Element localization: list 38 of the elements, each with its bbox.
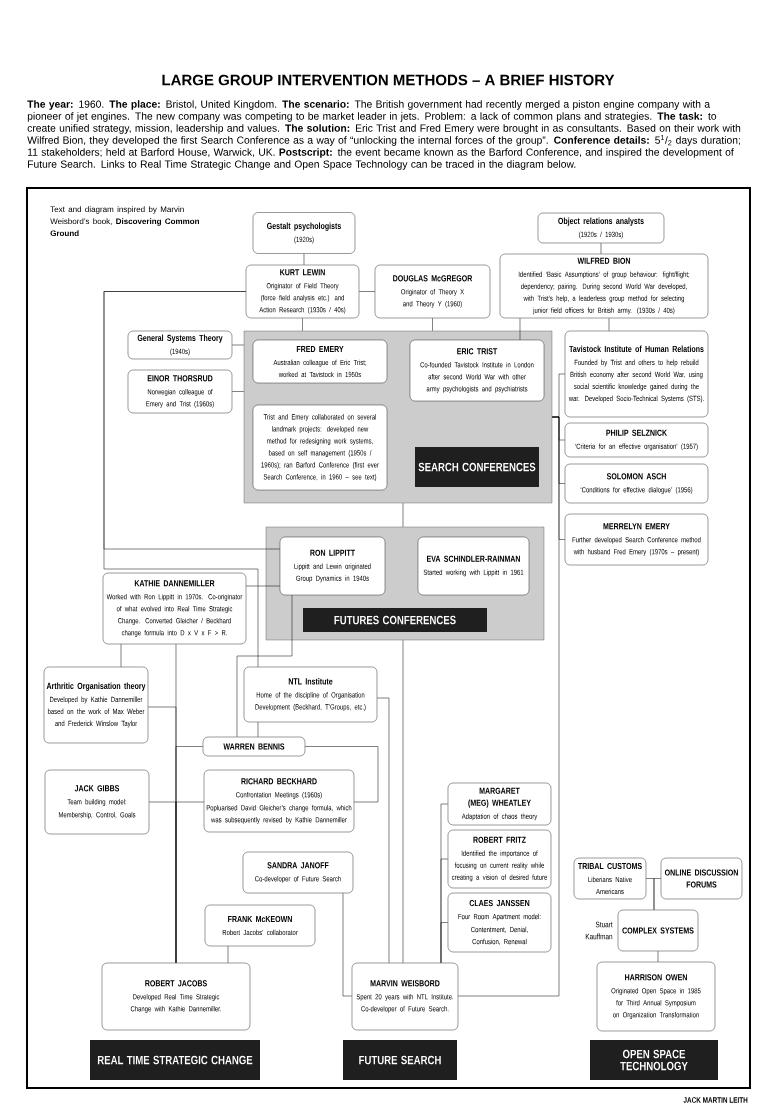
- beside-text: Stuart Kauffman: [585, 921, 613, 940]
- connector-line: [120, 643, 122, 668]
- author-credit: JACK MARTIN LEITH: [683, 1097, 748, 1103]
- connector-line: [608, 317, 610, 332]
- method-banner: SEARCH CONFERENCES: [415, 447, 539, 487]
- connector-line: [457, 416, 560, 997]
- connector-line: [376, 697, 390, 964]
- connector-line: [358, 291, 376, 292]
- connector-line: [303, 253, 305, 266]
- connector-line: [440, 922, 449, 964]
- connector-line: [103, 291, 259, 668]
- connector-line: [600, 242, 602, 255]
- connector-line: [302, 317, 303, 332]
- info-box: ONLINE DISCUSSION FORUMS: [660, 857, 743, 900]
- method-banner: FUTURE SEARCH: [343, 1040, 457, 1080]
- intro-paragraph: The year: 1960. The place: Bristol, United Kingdom. The scenario: The British government had recently merged a piston engine company with a pioneer of jet engines. The new company was competing to be market leader in jets. Problem: a lack of common plans and strategies. The task: to create unified strategy, mission, leadership and values. The solution: Eric Trist and Fred Emery were brought in as consultants. Based on their work with Wilfred Bion, they developed the first Search Conference as a way of “unlocking the internal forces of the group”. Conference details: 5$^{1}$/$_{2}$ days duration; 11 stakeholders; held at Barford House, Warwick, UK. Postscript: the event became known as the Barford Conference, and inspired the development of Future Search. Links to Real Time Strategic Change and Open Space Technology can be traced in the diagram below.: [27, 100, 741, 170]
- title: LARGE GROUP INTERVENTION METHODS – A BRIEF HISTORY: [162, 74, 615, 86]
- connector-line: [231, 391, 245, 392]
- connector-line: [402, 639, 404, 964]
- connector-line: [432, 317, 433, 332]
- info-box: COMPLEX SYSTEMS: [617, 909, 699, 952]
- connector-line: [402, 502, 404, 528]
- connector-line: [245, 585, 281, 587]
- connector-line: [653, 878, 662, 911]
- method-banner: OPEN SPACE TECHNOLOGY: [590, 1040, 718, 1080]
- connector-line: [257, 721, 259, 738]
- method-banner: FUTURES CONFERENCES: [303, 608, 487, 632]
- info-box: WARREN BENNIS: [202, 736, 306, 757]
- method-banner: REAL TIME STRATEGIC CHANGE: [90, 1040, 260, 1080]
- connector-line: [175, 801, 205, 964]
- credit-note: Text and diagram inspired by Marvin Weisbord’s book, Discovering Common Ground: [50, 206, 199, 237]
- connector-line: [657, 950, 659, 963]
- connector-line: [519, 317, 521, 341]
- connector-line: [236, 594, 293, 738]
- connector-line: [227, 945, 229, 964]
- connector-line: [342, 892, 353, 997]
- connector-line: [231, 344, 245, 346]
- connector-line: [304, 746, 379, 803]
